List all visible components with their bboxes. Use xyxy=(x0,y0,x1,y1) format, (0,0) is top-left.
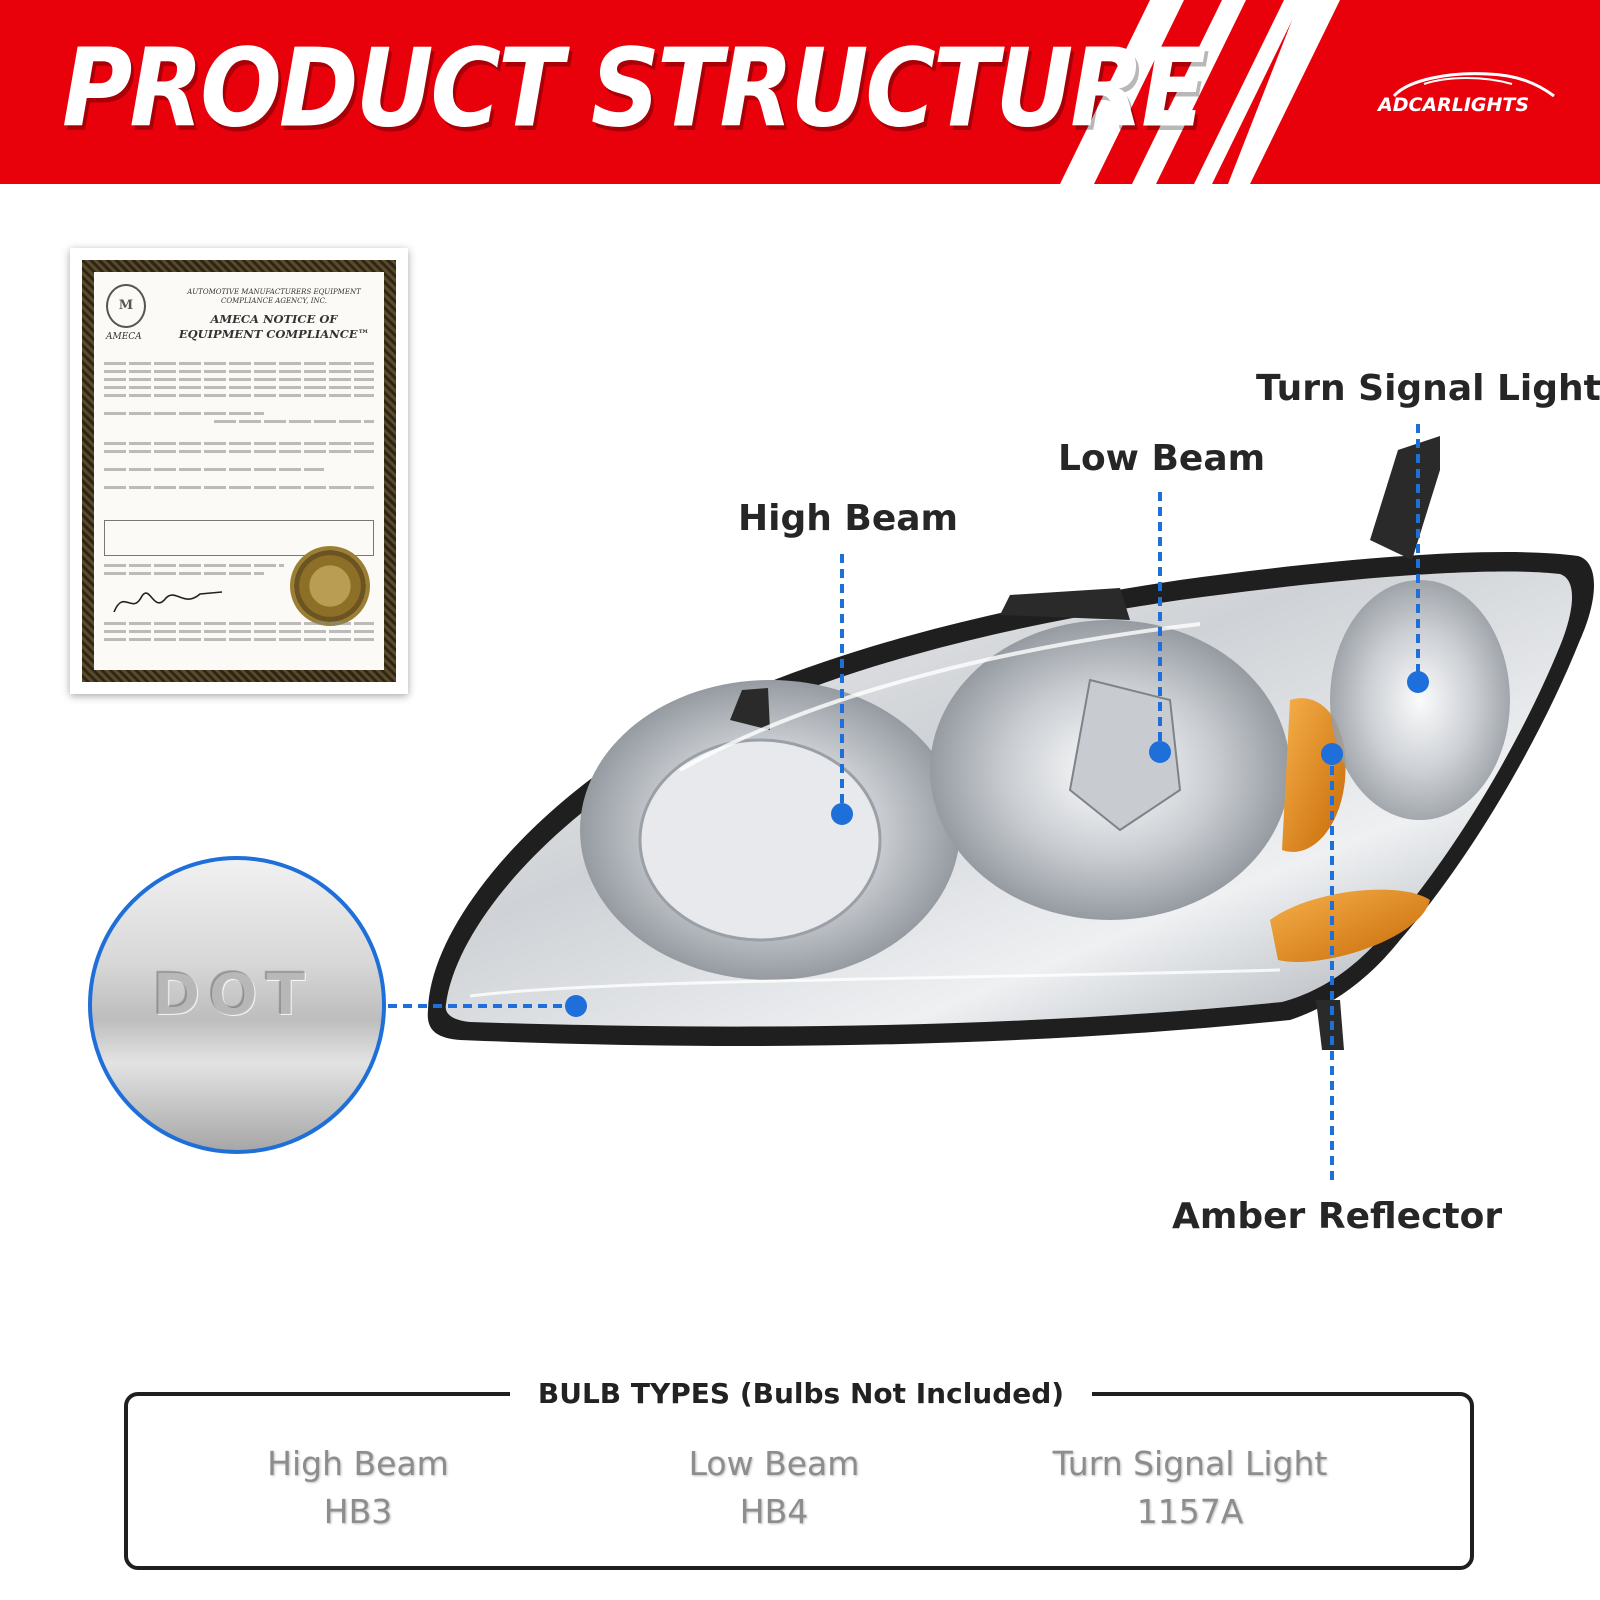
bulb-item-low-beam: Low Beam HB4 xyxy=(574,1440,974,1536)
certificate-body: M AMECA Automotive Manufacturers Equipme… xyxy=(94,272,384,670)
page-title: PRODUCT STRUCTURE xyxy=(62,26,1207,152)
brand-name: ADCARLIGHTS xyxy=(1378,94,1530,116)
callout-line-high-beam xyxy=(840,554,844,810)
turn-signal-reflector xyxy=(1330,580,1510,820)
low-beam-bulb-housing xyxy=(1068,678,1182,832)
amber-reflector xyxy=(1282,698,1346,852)
callout-dot-amber-reflector xyxy=(1321,743,1343,765)
certificate-text-line xyxy=(104,622,374,625)
certificate-text-line xyxy=(104,378,374,381)
bulb-type: 1157A xyxy=(1136,1492,1244,1531)
certificate-logo-text: AMECA xyxy=(106,332,142,342)
certificate-text-line xyxy=(104,412,264,415)
certificate-text-line xyxy=(104,394,374,397)
ameca-seal-icon: M xyxy=(106,284,146,328)
certificate-title-line2: EQUIPMENT COMPLIANCE™ xyxy=(178,327,370,341)
bulb-types-title-wrap: BULB TYPES (Bulbs Not Included) xyxy=(510,1372,1092,1416)
callout-dot-low-beam xyxy=(1149,741,1171,763)
certificate-text-line xyxy=(104,370,374,373)
callout-amber-reflector: Amber Reflector xyxy=(1172,1196,1503,1237)
bulb-item-turn-signal: Turn Signal Light 1157A xyxy=(990,1440,1390,1536)
callout-dot-high-beam xyxy=(831,803,853,825)
car-silhouette-icon xyxy=(1392,72,1555,98)
banner-stripes xyxy=(1060,0,1600,184)
callout-low-beam: Low Beam xyxy=(1058,438,1266,479)
brand-logo: ADCARLIGHTS xyxy=(1378,70,1568,130)
bulb-item-high-beam: High Beam HB3 xyxy=(158,1440,558,1536)
gold-seal-icon xyxy=(294,550,366,622)
zoom-connector-dot xyxy=(565,995,587,1017)
certificate-text-line xyxy=(104,630,374,633)
compliance-certificate: M AMECA Automotive Manufacturers Equipme… xyxy=(70,248,408,694)
certificate-text-line xyxy=(104,386,374,389)
certificate-text-line xyxy=(104,564,284,567)
certificate-text-line xyxy=(104,362,374,365)
callout-line-amber-reflector xyxy=(1330,766,1334,1184)
certificate-table xyxy=(104,520,374,556)
certificate-text-line xyxy=(104,638,374,641)
bulb-name: Turn Signal Light xyxy=(1052,1444,1328,1483)
certificate-agency: Automotive Manufacturers Equipment Compl… xyxy=(187,288,361,305)
certificate-title: AMECA NOTICE OF EQUIPMENT COMPLIANCE™ xyxy=(164,312,384,342)
bulb-type: HB3 xyxy=(323,1492,393,1531)
zoom-detail-circle: DOT xyxy=(88,856,386,1154)
callout-high-beam: High Beam xyxy=(738,498,959,539)
callout-line-low-beam xyxy=(1158,492,1162,748)
bulb-type: HB4 xyxy=(739,1492,809,1531)
side-amber-reflector xyxy=(1270,889,1430,962)
certificate-text-line xyxy=(104,442,374,445)
zoom-connector-line xyxy=(388,1004,574,1008)
header-banner: PRODUCT STRUCTURE ADCARLIGHTS xyxy=(0,0,1600,184)
lens-highlight xyxy=(679,622,1201,772)
certificate-text-line xyxy=(104,486,374,489)
certificate-title-line1: AMECA NOTICE OF xyxy=(210,312,338,326)
callout-turn-signal-light: Turn Signal Light xyxy=(1256,368,1600,409)
signature-icon xyxy=(113,591,223,613)
dot-marking: DOT xyxy=(152,960,314,1028)
certificate-text-line xyxy=(104,468,324,471)
bulb-name: Low Beam xyxy=(688,1444,860,1483)
high-beam-bowl xyxy=(638,738,882,942)
mounting-bracket xyxy=(730,688,770,730)
bulb-types-title: BULB TYPES (Bulbs Not Included) xyxy=(537,1377,1065,1410)
bulb-name: High Beam xyxy=(267,1444,449,1483)
lens-highlight xyxy=(469,968,1281,998)
callout-line-turn-signal xyxy=(1416,424,1420,680)
certificate-text-line xyxy=(104,572,264,575)
certificate-text-line xyxy=(214,420,374,423)
mounting-bracket xyxy=(1000,588,1130,620)
callout-dot-turn-signal xyxy=(1407,671,1429,693)
certificate-text-line xyxy=(104,450,374,453)
mounting-bracket xyxy=(1370,436,1440,560)
